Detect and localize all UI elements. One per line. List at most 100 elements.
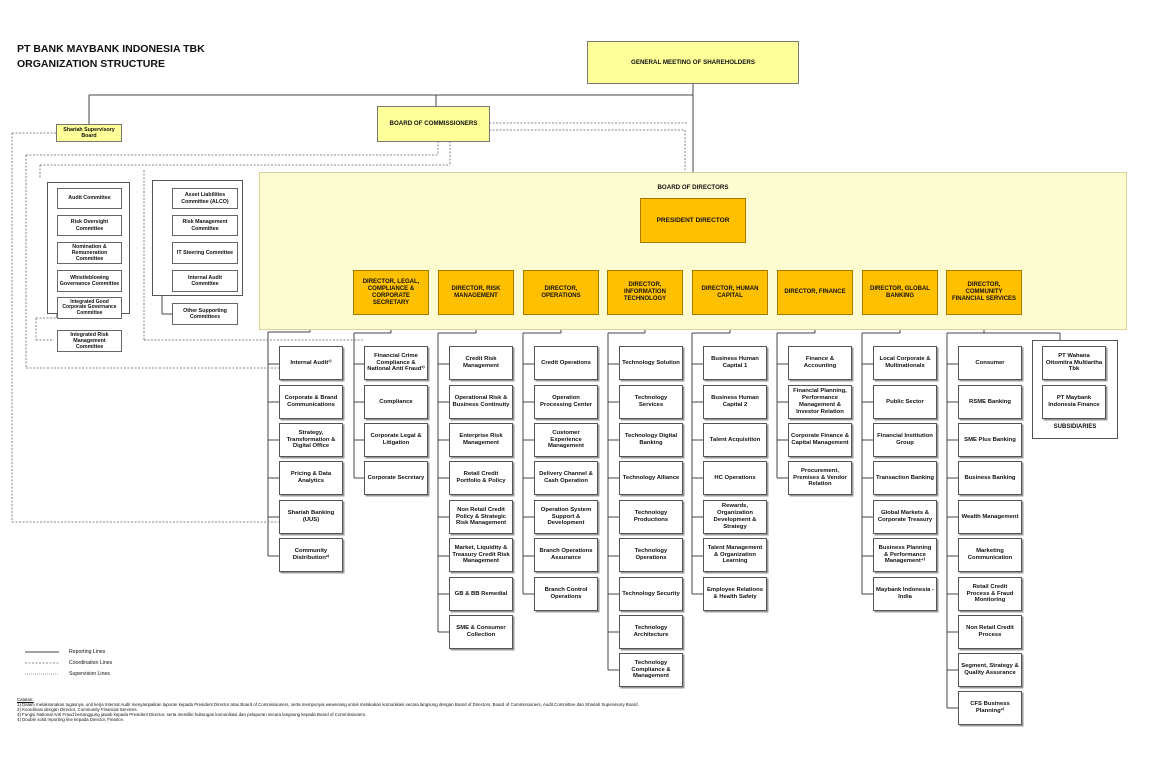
unit-retail-credit-process-label: Retail Credit Process & Fraud Monitoring	[966, 583, 1014, 604]
unit-talent-acquisition: Talent Acquisition	[703, 423, 767, 457]
unit-corporate-brand-comm: Corporate & Brand Communications	[279, 385, 343, 419]
director-hc-box: DIRECTOR, HUMAN CAPITAL	[692, 270, 768, 315]
unit-segment-strategy: Segment, Strategy & Quality Assurance	[958, 653, 1022, 687]
unit-technology-compliance: Technology Compliance & Management	[619, 653, 683, 687]
director-risk-box: DIRECTOR, RISK MANAGEMENT	[438, 270, 514, 315]
shariah-supervisory-board-box: Shariah Supervisory Board	[56, 124, 122, 142]
unit-technology-architecture-label: Technology Architecture	[633, 625, 669, 638]
unit-technology-architecture: Technology Architecture	[619, 615, 683, 649]
unit-pricing-data-label: Pricing & Data Analytics	[290, 471, 332, 484]
committee-nomination: Nomination & Remuneration Committee	[57, 242, 122, 264]
unit-financial-planning: Financial Planning, Performance Manageme…	[788, 385, 852, 419]
unit-financial-planning-label: Financial Planning, Performance Manageme…	[793, 388, 847, 415]
unit-corporate-finance-label: Corporate Finance & Capital Management	[791, 433, 849, 446]
unit-operation-system-support: Operation System Support & Development	[534, 500, 598, 534]
unit-retail-credit-portfolio: Retail Credit Portfolio & Policy	[449, 461, 513, 495]
unit-rewards-od: Rewards, Organization Development & Stra…	[703, 500, 767, 534]
unit-credit-risk-label: Credit Risk Management	[462, 356, 499, 369]
unit-technology-operations-label: Technology Operations	[634, 548, 668, 561]
board-of-commissioners-label: BOARD OF COMMISSIONERS	[389, 120, 478, 128]
committee-whistleblowing-label: Whistleblowing Governance Committee	[59, 274, 120, 287]
committee-integrated-gcg-label: Integrated Good Corporate Governance Com…	[62, 298, 117, 316]
unit-corporate-secretary: Corporate Secretary	[364, 461, 428, 495]
unit-talent-management: Talent Management & Organization Learnin…	[703, 538, 767, 572]
unit-consumer: Consumer	[958, 346, 1022, 380]
notes-label: Catatan:	[17, 697, 34, 702]
director-it-label: DIRECTOR, INFORMATION TECHNOLOGY	[623, 282, 667, 302]
committee-risk-oversight: Risk Oversight Committee	[57, 215, 122, 236]
committee-nomination-label: Nomination & Remuneration Committee	[71, 243, 108, 263]
unit-procurement: Procurement, Premises & Vendor Relation	[788, 461, 852, 495]
unit-procurement-label: Procurement, Premises & Vendor Relation	[793, 467, 847, 488]
committee-risk-management: Risk Management Committee	[172, 215, 238, 236]
committee-risk-oversight-label: Risk Oversight Committee	[70, 219, 109, 232]
unit-technology-security: Technology Security	[619, 577, 683, 611]
unit-retail-credit-portfolio-label: Retail Credit Portfolio & Policy	[456, 471, 506, 484]
legend-reporting: Reporting Lines	[69, 649, 106, 655]
unit-global-markets: Global Markets & Corporate Treasury	[873, 500, 937, 534]
unit-technology-digital-banking-label: Technology Digital Banking	[624, 433, 678, 446]
committee-audit-label: Audit Committee	[68, 195, 111, 202]
unit-shariah-banking: Shariah Banking (UUS)	[279, 500, 343, 534]
committee-alco: Asset Liabilities Committee (ALCO)	[172, 188, 238, 209]
board-of-directors-label: BOARD OF DIRECTORS	[657, 184, 729, 191]
unit-community-distribution-label: Community Distribution²⁾	[292, 548, 330, 561]
shariah-supervisory-board-label: Shariah Supervisory Board	[63, 127, 115, 139]
unit-strategy-transformation: Strategy, Transformation & Digital Offic…	[279, 423, 343, 457]
unit-rewards-od-label: Rewards, Organization Development & Stra…	[713, 503, 757, 530]
unit-corporate-legal-label: Corporate Legal & Litigation	[370, 433, 422, 446]
unit-compliance-label: Compliance	[379, 398, 413, 405]
unit-technology-alliance-label: Technology Alliance	[622, 474, 680, 481]
unit-gb-bb-remedial: GB & BB Remedial	[449, 577, 513, 611]
unit-transaction-banking-label: Transaction Banking	[876, 474, 934, 481]
committee-it-steering-label: IT Steering Committee	[176, 249, 234, 256]
unit-customer-experience: Customer Experience Management	[534, 423, 598, 457]
unit-operational-risk-label: Operational Risk & Business Continuity	[452, 395, 510, 408]
board-of-commissioners-box: BOARD OF COMMISSIONERS	[377, 106, 490, 142]
unit-global-markets-label: Global Markets & Corporate Treasury	[877, 510, 933, 523]
legend-coordination: Coordination Lines	[69, 660, 113, 666]
director-it-box: DIRECTOR, INFORMATION TECHNOLOGY	[607, 270, 683, 315]
unit-corporate-brand-comm-label: Corporate & Brand Communications	[284, 395, 338, 408]
unit-credit-risk: Credit Risk Management	[449, 346, 513, 380]
unit-local-corporate-label: Local Corporate & Multinationals	[879, 356, 931, 369]
unit-retail-credit-process: Retail Credit Process & Fraud Monitoring	[958, 577, 1022, 611]
director-finance-label: DIRECTOR, FINANCE	[784, 289, 846, 295]
subsidiary-wom-label: PT Wahana Ottomitra Multiartha Tbk	[1045, 352, 1103, 373]
unit-delivery-channel-label: Delivery Channel & Cash Operation	[539, 471, 593, 484]
unit-business-hc-1: Business Human Capital 1	[703, 346, 767, 380]
unit-technology-alliance: Technology Alliance	[619, 461, 683, 495]
unit-pricing-data: Pricing & Data Analytics	[279, 461, 343, 495]
unit-operation-processing: Operation Processing Center	[534, 385, 598, 419]
unit-corporate-secretary-label: Corporate Secretary	[367, 474, 425, 481]
unit-compliance: Compliance	[364, 385, 428, 419]
note-4: 4) Double solid reporting line kepada Di…	[17, 717, 125, 722]
unit-branch-control: Branch Control Operations	[534, 577, 598, 611]
unit-technology-productions: Technology Productions	[619, 500, 683, 534]
unit-non-retail-credit-process-label: Non Retail Credit Process	[966, 625, 1014, 638]
committee-integrated-risk: Integrated Risk Management Committee	[57, 330, 122, 352]
unit-transaction-banking: Transaction Banking	[873, 461, 937, 495]
unit-strategy-transformation-label: Strategy, Transformation & Digital Offic…	[286, 429, 336, 450]
unit-business-hc-1-label: Business Human Capital 1	[711, 356, 759, 369]
director-finance-box: DIRECTOR, FINANCE	[777, 270, 853, 315]
unit-delivery-channel: Delivery Channel & Cash Operation	[534, 461, 598, 495]
note-3: 3) Fungsi National Anti Fraud bertanggun…	[17, 712, 367, 717]
unit-credit-operations: Credit Operations	[534, 346, 598, 380]
note-1: 1) Dalam melaksanakan tugasnya, unit ker…	[17, 702, 639, 707]
unit-sme-plus-banking-label: SME Plus Banking	[964, 436, 1016, 443]
unit-business-banking: Business Banking	[958, 461, 1022, 495]
director-global-banking-box: DIRECTOR, GLOBAL BANKING	[862, 270, 938, 315]
unit-hc-operations: HC Operations	[703, 461, 767, 495]
president-director-box: PRESIDENT DIRECTOR	[640, 198, 746, 243]
unit-business-banking-label: Business Banking	[964, 474, 1016, 481]
committee-other-supporting: Other Supporting Committees	[172, 303, 238, 325]
unit-branch-control-label: Branch Control Operations	[544, 587, 588, 600]
committee-audit: Audit Committee	[57, 188, 122, 209]
unit-corporate-finance: Corporate Finance & Capital Management	[788, 423, 852, 457]
legend-line-samples	[25, 651, 59, 675]
unit-shariah-banking-label: Shariah Banking (UUS)	[287, 510, 335, 523]
unit-financial-institution: Financial Institution Group	[873, 423, 937, 457]
unit-non-retail-credit-process: Non Retail Credit Process	[958, 615, 1022, 649]
unit-business-planning: Business Planning & Performance Manageme…	[873, 538, 937, 572]
